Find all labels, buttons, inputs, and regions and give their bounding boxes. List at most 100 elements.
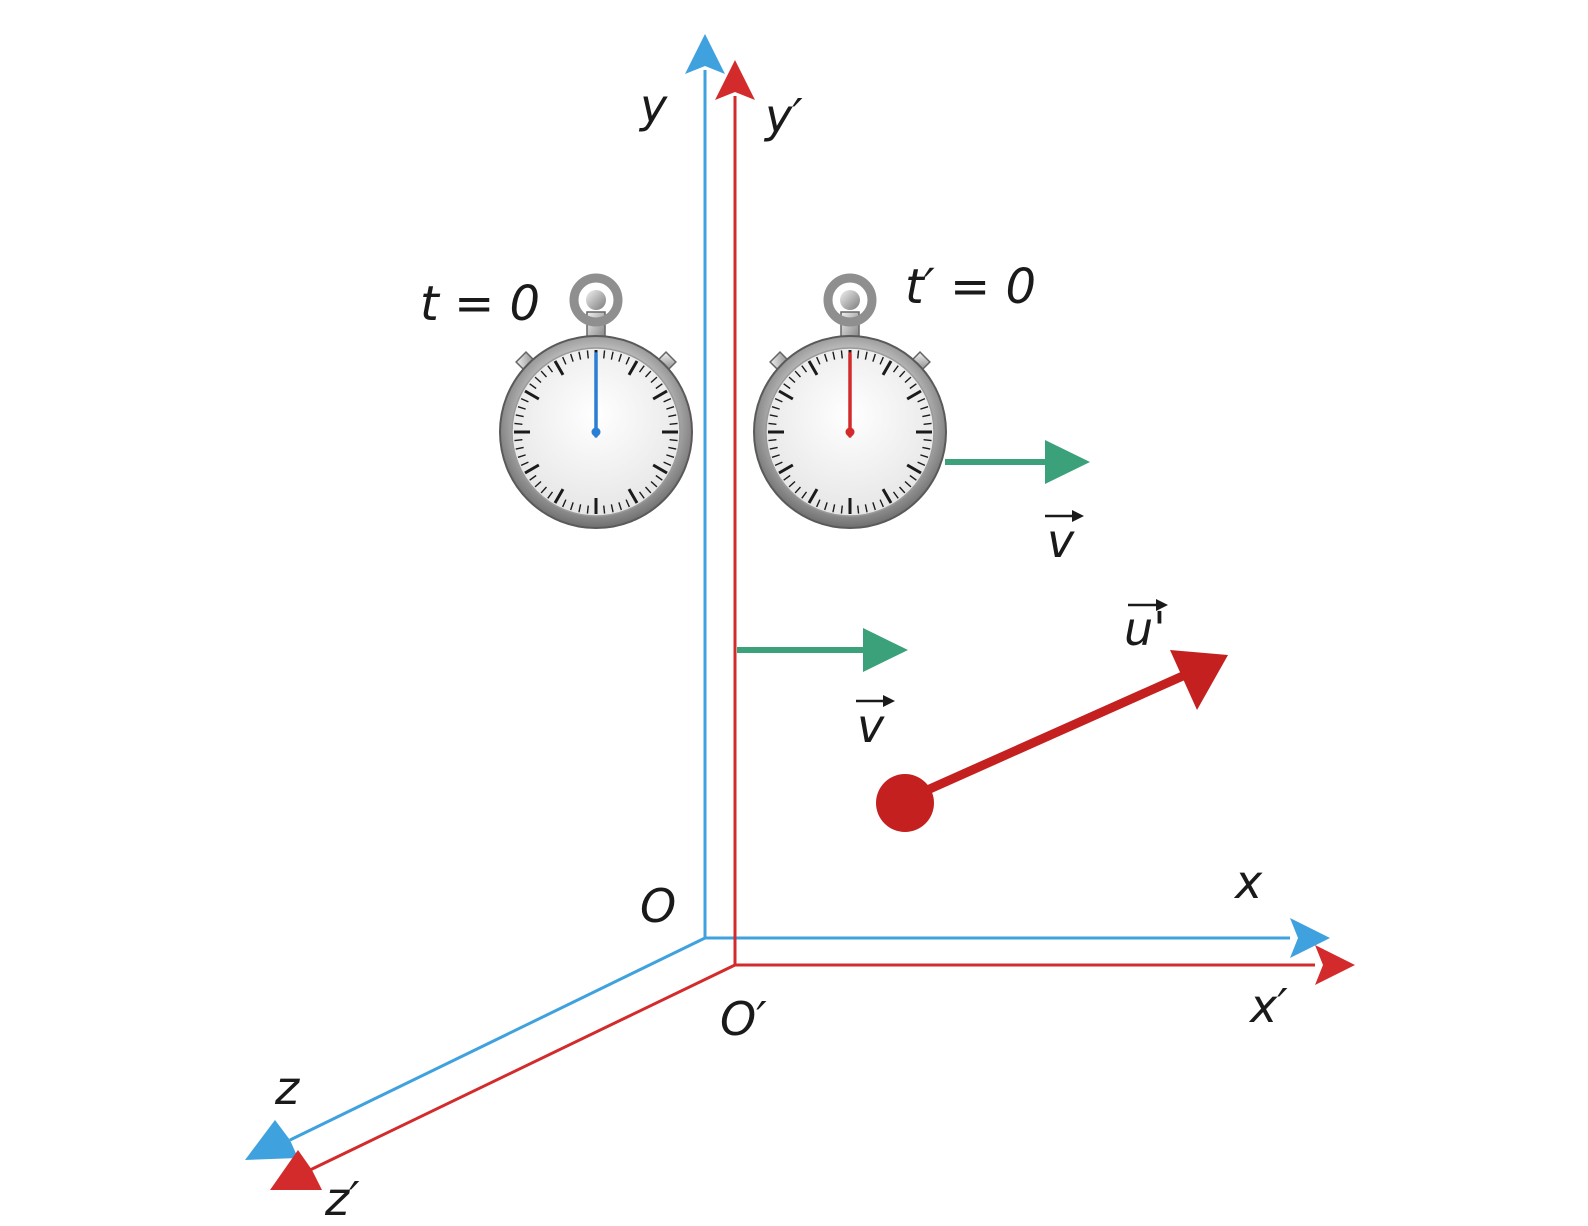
stopwatch-tick: [540, 486, 548, 494]
stopwatch-tick: [840, 350, 843, 359]
stopwatch-tick: [923, 422, 932, 425]
stopwatch-tick: [778, 463, 794, 475]
stopwatch-tick: [774, 461, 783, 466]
stopwatch-tick: [578, 504, 582, 513]
stopwatch-tick: [603, 350, 606, 359]
stopwatch-tick: [652, 463, 668, 475]
stopwatch-icon: [499, 273, 693, 529]
stopwatch-tick: [618, 502, 623, 511]
x-prime-axis-label: x′: [1248, 979, 1288, 1033]
stopwatch-tick: [898, 370, 906, 378]
stopwatch-tick: [534, 376, 542, 384]
stopwatch-tick: [625, 356, 630, 365]
stopwatch-tick: [892, 491, 899, 499]
clock-velocity-arrowhead-icon: [1045, 440, 1090, 484]
stopwatch-tick: [794, 370, 802, 378]
particle-velocity-shaft: [900, 670, 1190, 805]
y-prime-axis-label: y′: [763, 89, 803, 143]
origin-o-prime-label: O′: [720, 992, 767, 1046]
stopwatch-tick: [898, 486, 906, 494]
stopwatch-tick: [553, 360, 565, 376]
y-axis-arrowhead-icon: [685, 34, 725, 74]
stopwatch-tick: [864, 351, 868, 360]
stopwatch-tick: [540, 370, 548, 378]
stopwatch-ticks: [514, 350, 678, 514]
stopwatch-hub: [845, 427, 855, 437]
stopwatch-tick: [578, 351, 582, 360]
y-prime-axis-arrowhead-icon: [715, 60, 755, 100]
stopwatch-hub: [591, 427, 601, 437]
stopwatch-tick: [668, 446, 677, 450]
clock-s-prime-label: t′ = 0: [905, 259, 1036, 315]
stopwatch-tick: [666, 454, 675, 459]
stopwatch-tick: [832, 504, 836, 513]
frame-s-prime-axes: [270, 60, 1355, 1190]
stopwatch-tick: [569, 502, 574, 511]
stopwatch-tick: [771, 405, 780, 410]
stopwatch-tick: [909, 474, 917, 481]
stopwatch-tick: [524, 389, 540, 401]
stopwatch-icon: [753, 273, 947, 529]
frame-velocity-arrowhead-icon: [863, 628, 908, 672]
stopwatch-tick: [610, 351, 614, 360]
stopwatch-tick: [872, 353, 877, 362]
stopwatch-tick: [769, 446, 778, 450]
stopwatch-tick: [794, 486, 802, 494]
stopwatch-tick: [603, 505, 606, 514]
stopwatch-tick: [644, 486, 652, 494]
stopwatch-tick: [922, 446, 931, 450]
z-prime-axis-label: z′: [324, 1172, 360, 1226]
stopwatch-tick: [823, 502, 828, 511]
z-axis: [289, 936, 706, 1142]
x-axis-arrowhead-icon: [1290, 918, 1330, 958]
stopwatch-tick: [586, 350, 589, 359]
clock-velocity-arrow: v: [945, 440, 1090, 568]
stopwatch-tick: [520, 398, 529, 403]
stopwatch-tick: [520, 461, 529, 466]
stopwatch-tick: [917, 461, 926, 466]
x-axis-label: x: [1233, 855, 1263, 909]
stopwatch-tick: [832, 351, 836, 360]
stopwatch-tick: [872, 502, 877, 511]
stopwatch-tick: [529, 474, 537, 481]
stopwatch-tick: [517, 405, 526, 410]
stopwatch-tick: [807, 360, 819, 376]
stopwatch-tick: [547, 491, 554, 499]
x-prime-axis-arrowhead-icon: [1315, 945, 1355, 985]
stopwatch-tick: [904, 480, 912, 488]
stopwatch-tick: [562, 356, 567, 365]
stopwatch-tick: [610, 504, 614, 513]
stopwatch-tick: [524, 463, 540, 475]
stopwatch-tick: [807, 488, 819, 504]
stopwatch-tick: [655, 383, 663, 390]
stopwatch-tick: [553, 488, 565, 504]
stopwatch-tick: [783, 474, 791, 481]
stopwatch-tick: [515, 414, 524, 418]
stopwatch-tick: [547, 365, 554, 373]
stopwatch-tick: [650, 480, 658, 488]
vector-overline-arrowhead-icon: [1072, 510, 1084, 522]
stopwatch-tick: [668, 414, 677, 418]
stopwatch-tick: [920, 454, 929, 459]
z-axis-label: z: [274, 1061, 300, 1115]
stopwatch-tick: [650, 376, 658, 384]
particle-velocity-label: u': [1124, 602, 1166, 656]
stopwatch-tick: [771, 454, 780, 459]
stopwatch-tick: [627, 488, 639, 504]
stopwatch-tick: [769, 414, 778, 418]
stopwatch-tick: [669, 439, 678, 442]
stopwatch-tick: [517, 454, 526, 459]
stopwatch-tick: [652, 389, 668, 401]
frame-s-axes: [245, 34, 1330, 1160]
stopwatch-tick: [840, 505, 843, 514]
stopwatch-tick: [529, 383, 537, 390]
origin-o-label: O: [640, 879, 676, 933]
stopwatch-tick: [562, 499, 567, 508]
stopwatch-tick: [906, 389, 922, 401]
stopwatch-tick: [644, 370, 652, 378]
stopwatch-tick: [663, 398, 672, 403]
stopwatch-tick: [922, 414, 931, 418]
vector-overline-arrowhead-icon: [883, 695, 895, 707]
stopwatch-tick: [783, 383, 791, 390]
